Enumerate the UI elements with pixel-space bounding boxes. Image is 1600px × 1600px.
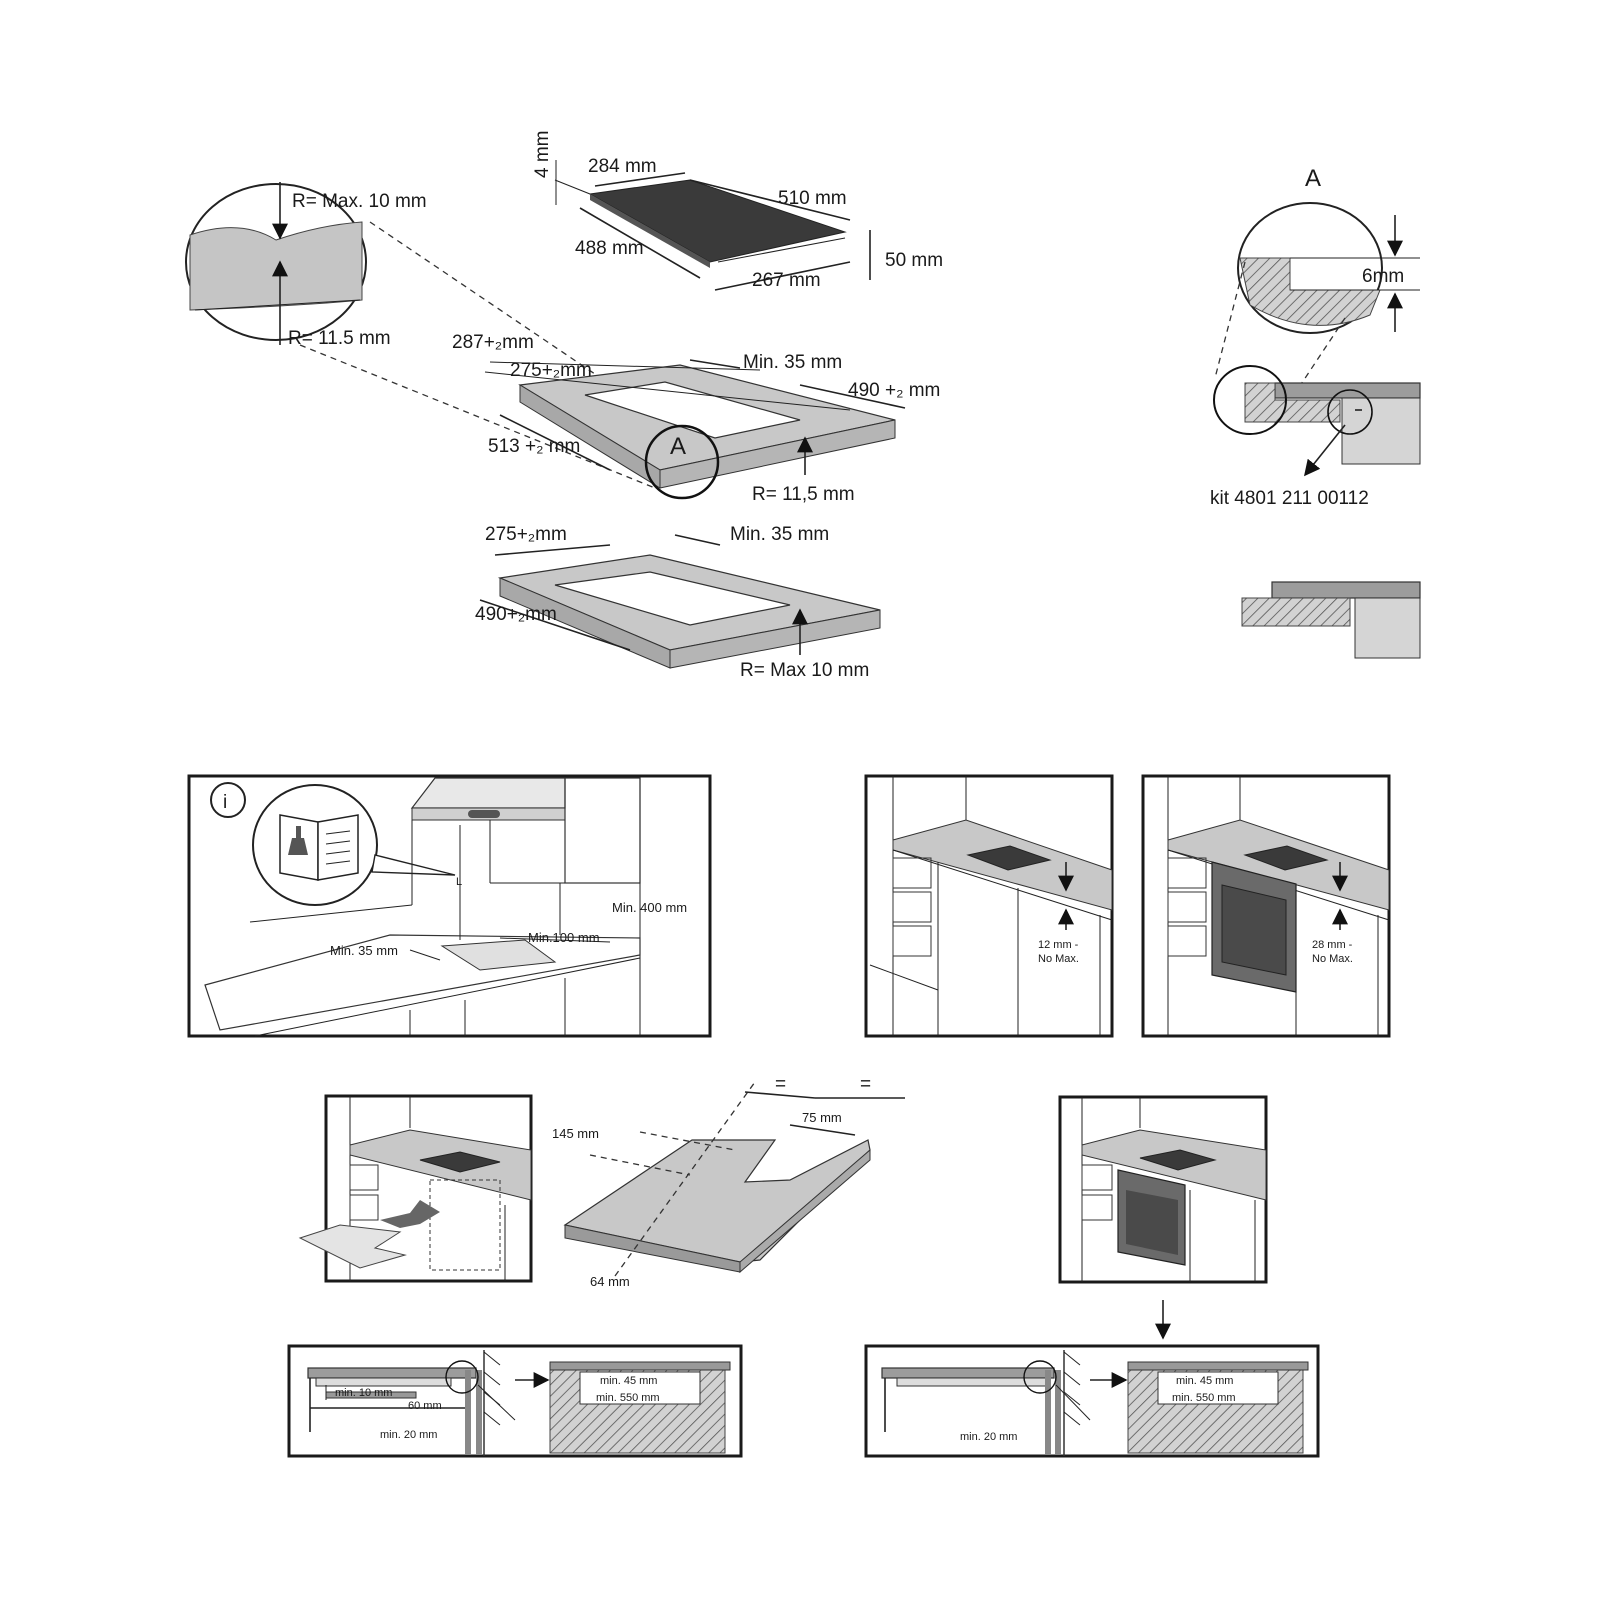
- eq1-label: =: [775, 1074, 786, 1095]
- hob-thickness-label: 4 mm: [532, 131, 553, 179]
- d75-label: 75 mm: [802, 1110, 842, 1125]
- drawer-gap-panel: 12 mm - No Max.: [864, 774, 1114, 1038]
- min20-right-label: min. 20 mm: [960, 1431, 1017, 1443]
- cut1-min-label: Min. 35 mm: [743, 352, 842, 373]
- hood-clearance-panel: i L Min. 400 mm Mi: [187, 774, 712, 1038]
- min10-label: min. 10 mm: [335, 1387, 392, 1399]
- hood-icon: [288, 838, 308, 855]
- oven-gap-panel: 28 mm - No Max.: [1141, 774, 1391, 1038]
- min550-left-label: min. 550 mm: [596, 1392, 660, 1404]
- detail-6mm-label: 6mm: [1362, 266, 1404, 287]
- gap12-b-label: No Max.: [1038, 953, 1079, 965]
- cut1-r-label: R= 11,5 mm: [752, 484, 855, 505]
- min550-right-label: min. 550 mm: [1172, 1392, 1236, 1404]
- cut2-r-label: R= Max 10 mm: [740, 660, 869, 681]
- min100-label: Min.100 mm: [528, 930, 600, 945]
- cutout-frame-mount: 287+₂mm 275+₂mm Min. 35 mm 490 +₂ mm 513…: [452, 332, 940, 505]
- kit-label: kit 4801 211 00112: [1210, 488, 1369, 509]
- cut2-min-label: Min. 35 mm: [730, 524, 829, 545]
- hob-width-label: 510 mm: [778, 188, 847, 209]
- cut1-d-label: 513 +₂ mm: [488, 436, 580, 457]
- min400-label: Min. 400 mm: [612, 900, 687, 915]
- r-min-label: R= 11.5 mm: [288, 328, 391, 349]
- hob-dimensions: 4 mm 284 mm 510 mm 488 mm 267 mm 50 mm: [532, 131, 943, 292]
- eq2-label: =: [860, 1074, 871, 1095]
- cut2-a-label: 275+₂mm: [485, 524, 567, 545]
- gap28-label: 28 mm -: [1312, 939, 1353, 951]
- detail-a: A 6mm kit 4801 211 00112: [1210, 165, 1421, 659]
- d145-label: 145 mm: [552, 1126, 599, 1141]
- d64-label: 64 mm: [590, 1274, 630, 1289]
- l-label: L: [456, 876, 462, 888]
- r-max-label: R= Max. 10 mm: [292, 191, 427, 212]
- cut1-b-label: 275+₂mm: [510, 360, 592, 381]
- min20-left-label: min. 20 mm: [380, 1429, 437, 1441]
- info-icon: i: [223, 792, 227, 813]
- gap28-b-label: No Max.: [1312, 953, 1353, 965]
- hob-depth-front-label: 284 mm: [588, 156, 657, 177]
- min45-left-label: min. 45 mm: [600, 1375, 657, 1387]
- hob-depth-bottom-label: 267 mm: [752, 270, 821, 291]
- hob-height-label: 50 mm: [885, 250, 943, 271]
- ventilation-drawer-section: min. 10 mm 60 mm min. 20 mm min. 45 mm m…: [287, 1344, 743, 1458]
- ventilation-oven-section: min. 20 mm min. 45 mm min. 550 mm: [864, 1344, 1320, 1458]
- panel-insertion: [298, 1094, 533, 1283]
- radius-detail: R= Max. 10 mm R= 11.5 mm: [185, 182, 701, 491]
- d60-label: 60 mm: [408, 1400, 442, 1412]
- min45-right-label: min. 45 mm: [1176, 1375, 1233, 1387]
- cut1-a-label: 287+₂mm: [452, 332, 534, 353]
- hob-depth-label: 488 mm: [575, 238, 644, 259]
- cut1-w-label: 490 +₂ mm: [848, 380, 940, 401]
- panel-dimensions: = = 145 mm 75 mm 64 mm: [552, 1074, 905, 1289]
- insert-arrow-icon: [380, 1200, 440, 1228]
- oven-under-hob-panel: [1058, 1095, 1268, 1340]
- cut2-w-label: 490+₂mm: [475, 604, 557, 625]
- cutout-flush-mount: 275+₂mm Min. 35 mm 490+₂mm R= Max 10 mm: [475, 524, 881, 681]
- gap12-label: 12 mm -: [1038, 939, 1079, 951]
- min35-label: Min. 35 mm: [330, 943, 398, 958]
- detail-a-title: A: [1305, 165, 1321, 192]
- cut1-a-marker: A: [670, 433, 686, 460]
